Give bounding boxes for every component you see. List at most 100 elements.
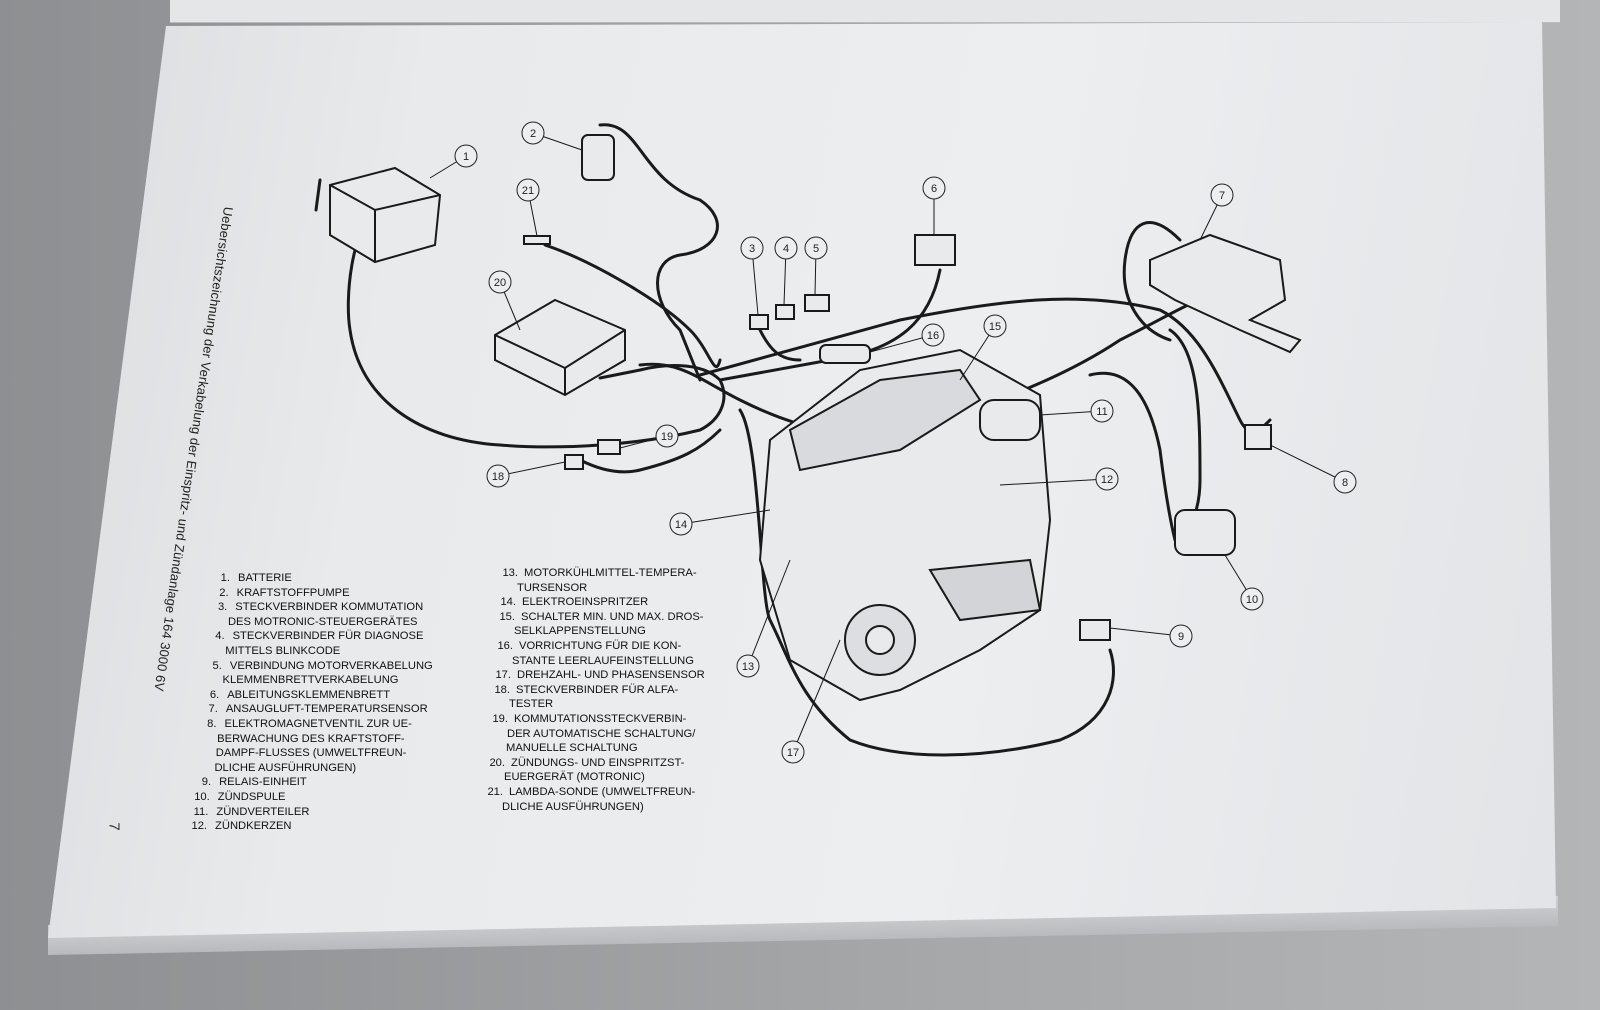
legend-text: ANSAUGLUFT-TEMPERATURSENSOR	[225, 703, 428, 716]
callout-4: 4	[774, 236, 798, 260]
legend-text: ELEKTROEINSPRITZER	[522, 596, 649, 609]
callout-circle	[1240, 587, 1264, 611]
callout-number: 16	[927, 330, 939, 342]
callout-circle	[488, 270, 512, 294]
legend-text: ELEKTROMAGNETVENTIL ZUR UE-	[224, 718, 412, 730]
legend-text: SCHALTER MIN. UND MAX. DROS-	[521, 610, 704, 623]
callout-number: 13	[742, 661, 754, 673]
back-page-edge	[170, 0, 1560, 23]
relay-unit-icon	[1079, 619, 1111, 641]
components	[329, 134, 1302, 702]
callout-circle	[774, 236, 798, 260]
page-number: 7	[105, 822, 123, 831]
legend-number: 7.	[208, 703, 218, 716]
legend-number: 5.	[212, 659, 222, 672]
fuel-pump-icon	[581, 134, 615, 181]
callout-16: 16	[921, 323, 945, 347]
legend-text: DAMPF-FLUSSES (UMWELTFREUN-	[215, 747, 407, 760]
connector-3-icon	[749, 314, 769, 330]
legend-text: LAMBDA-SONDE (UMWELTFREUN-	[509, 786, 696, 798]
callout-2: 2	[521, 121, 545, 145]
legend-number: 14.	[500, 596, 516, 609]
callout-13: 13	[736, 654, 760, 678]
legend-text: KLEMMENBRETTVERKABELUNG	[222, 674, 399, 687]
callout-circle	[1090, 399, 1114, 423]
legend-number: 9.	[201, 776, 212, 789]
callout-20: 20	[488, 270, 512, 294]
callout-circle	[740, 236, 764, 260]
callout-number: 9	[1178, 631, 1184, 643]
callout-circle	[781, 740, 805, 764]
callout-number: 1	[463, 151, 469, 163]
legend-text: ZÜNDKERZEN	[215, 820, 292, 833]
legend-text: DLICHE AUSFÜHRUNGEN)	[502, 800, 644, 813]
callout-5: 5	[804, 236, 828, 260]
callout-18: 18	[486, 464, 510, 488]
callout-number: 11	[1096, 406, 1107, 418]
terminal-block-icon	[914, 234, 956, 266]
callout-circle	[1169, 624, 1193, 648]
legend-number: 11.	[193, 805, 209, 818]
legend-text: VORRICHTUNG FÜR DIE KON-	[519, 640, 682, 652]
callout-circle	[922, 176, 946, 200]
callout-number: 12	[1101, 474, 1113, 486]
legend-text: SELKLAPPENSTELLUNG	[514, 625, 646, 638]
connector-5-icon	[804, 294, 830, 312]
legend-text: KOMMUTATIONSSTECKVERBIN-	[514, 713, 687, 725]
callout-8: 8	[1333, 470, 1357, 494]
callout-21: 21	[516, 178, 540, 202]
legend-text: DREHZAHL- UND PHASENSENSOR	[517, 669, 705, 682]
legend-number: 19.	[492, 713, 508, 725]
callout-circle	[486, 464, 510, 488]
callout-circle	[1210, 183, 1234, 207]
callout-circle	[516, 178, 540, 202]
callout-circle	[454, 144, 478, 168]
legend-text: ZÜNDUNGS- UND EINSPRITZST-	[511, 756, 685, 769]
callout-12: 12	[1095, 467, 1119, 491]
callout-number: 4	[783, 243, 789, 255]
callout-14: 14	[669, 512, 693, 536]
callout-3: 3	[740, 236, 764, 260]
callout-6: 6	[922, 176, 946, 200]
connector-4-icon	[775, 304, 795, 320]
callout-17: 17	[781, 740, 805, 764]
callout-circle	[804, 236, 828, 260]
callout-circle	[669, 512, 693, 536]
callout-7: 7	[1210, 183, 1234, 207]
legend-text: DLICHE AUSFÜHRUNGEN)	[214, 761, 357, 774]
connector-18-icon	[564, 454, 584, 470]
callout-1: 1	[454, 144, 478, 168]
legend-text: TURSENSOR	[517, 581, 588, 594]
callout-9: 9	[1169, 624, 1193, 648]
callout-number: 5	[813, 243, 819, 255]
callout-number: 2	[530, 128, 536, 140]
callout-19: 19	[655, 424, 679, 448]
legend-text: ZÜNDSPULE	[217, 791, 286, 803]
legend-text: ABLEITUNGSKLEMMENBRETT	[227, 688, 391, 701]
callout-number: 20	[494, 277, 506, 289]
callout-number: 18	[492, 471, 504, 483]
legend-number: 15.	[499, 610, 515, 623]
legend-text: STECKVERBINDER FÜR ALFA-	[516, 683, 679, 696]
legend-text: ZÜNDVERTEILER	[216, 805, 310, 818]
legend-number: 16.	[497, 640, 513, 652]
legend-number: 17.	[495, 669, 511, 682]
legend-text: BATTERIE	[238, 572, 292, 584]
legend-text: VERBINDUNG MOTORVERKABELUNG	[229, 659, 433, 672]
legend-text: MITTELS BLINKCODE	[225, 645, 341, 657]
lambda-sensor-icon	[523, 235, 551, 245]
legend-number: 2.	[219, 586, 229, 599]
legend-number: 12.	[191, 820, 208, 833]
callout-number: 14	[675, 519, 687, 531]
callout-circle	[1095, 467, 1119, 491]
callout-number: 17	[787, 747, 799, 759]
legend-number: 18.	[494, 683, 510, 696]
air-box-icon	[1149, 233, 1302, 354]
callout-circle	[1333, 470, 1357, 494]
legend-number: 20.	[489, 756, 505, 769]
callout-number: 19	[661, 431, 673, 443]
callout-number: 6	[931, 183, 937, 195]
legend-text: STANTE LEERLAUFEINSTELLUNG	[512, 654, 694, 667]
